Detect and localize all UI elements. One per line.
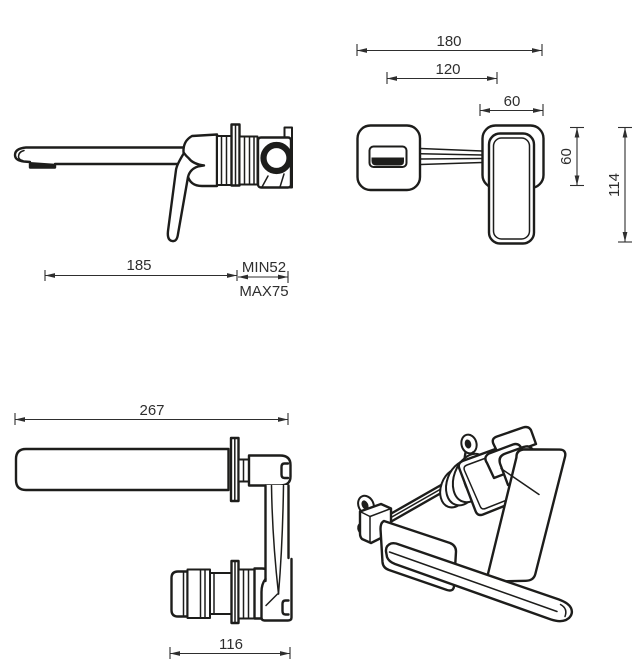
dim-wall-depth: MIN52 MAX75 bbox=[238, 259, 289, 300]
spout-tip-line bbox=[17, 149, 25, 162]
spout-front bbox=[14, 447, 230, 492]
spout-slot-shadow bbox=[371, 157, 404, 166]
lever-handle-side bbox=[166, 151, 206, 243]
aerator bbox=[30, 162, 55, 168]
dim-handle-depth: 60 bbox=[558, 126, 584, 187]
valve-cartridge bbox=[170, 559, 271, 625]
dim-handle-width: 60 bbox=[479, 93, 544, 116]
supply-connection-ring bbox=[261, 143, 291, 173]
dim-label-min52: MIN52 bbox=[242, 259, 286, 276]
iso-handle bbox=[484, 425, 567, 583]
dim-hole-spacing: 120 bbox=[386, 61, 498, 84]
dim-label-120: 120 bbox=[435, 61, 460, 78]
dim-label-60-width: 60 bbox=[504, 93, 521, 110]
spout-side bbox=[13, 146, 185, 169]
iso-handle-slab bbox=[486, 448, 567, 583]
dim-label-116: 116 bbox=[219, 636, 243, 653]
dim-label-267: 267 bbox=[139, 402, 164, 419]
front-view: 267 bbox=[14, 402, 293, 659]
dim-label-60-depth: 60 bbox=[558, 148, 575, 165]
handle-top bbox=[487, 132, 536, 245]
cartridge-rings-left bbox=[216, 135, 233, 186]
handle-top-inner-edge bbox=[492, 137, 531, 240]
foot-notch bbox=[281, 599, 290, 616]
dim-label-114: 114 bbox=[606, 173, 623, 197]
iso-spout-blade bbox=[384, 541, 574, 623]
cartridge-rings-right bbox=[238, 135, 259, 186]
dim-spout-length: 185 bbox=[44, 257, 238, 281]
dim-overall-width: 180 bbox=[356, 33, 543, 56]
iso-spout-lug bbox=[357, 494, 393, 545]
top-view: 180 120 60 bbox=[356, 33, 632, 245]
isometric-view bbox=[357, 425, 574, 623]
dim-overall-length: 267 bbox=[14, 402, 289, 425]
spout-arm-top bbox=[419, 147, 483, 166]
supply-arm-front bbox=[260, 484, 293, 622]
mixer-body-front bbox=[247, 454, 292, 487]
dim-label-max75: MAX75 bbox=[239, 283, 288, 300]
dim-overall-depth: 114 bbox=[606, 126, 632, 243]
dim-label-185: 185 bbox=[126, 257, 151, 274]
dim-label-180: 180 bbox=[436, 33, 461, 50]
side-view: 185 MIN52 MAX75 bbox=[13, 123, 293, 300]
body-notch bbox=[280, 462, 290, 480]
dim-valve-body-length: 116 bbox=[169, 636, 291, 659]
arm-foot bbox=[260, 557, 293, 622]
